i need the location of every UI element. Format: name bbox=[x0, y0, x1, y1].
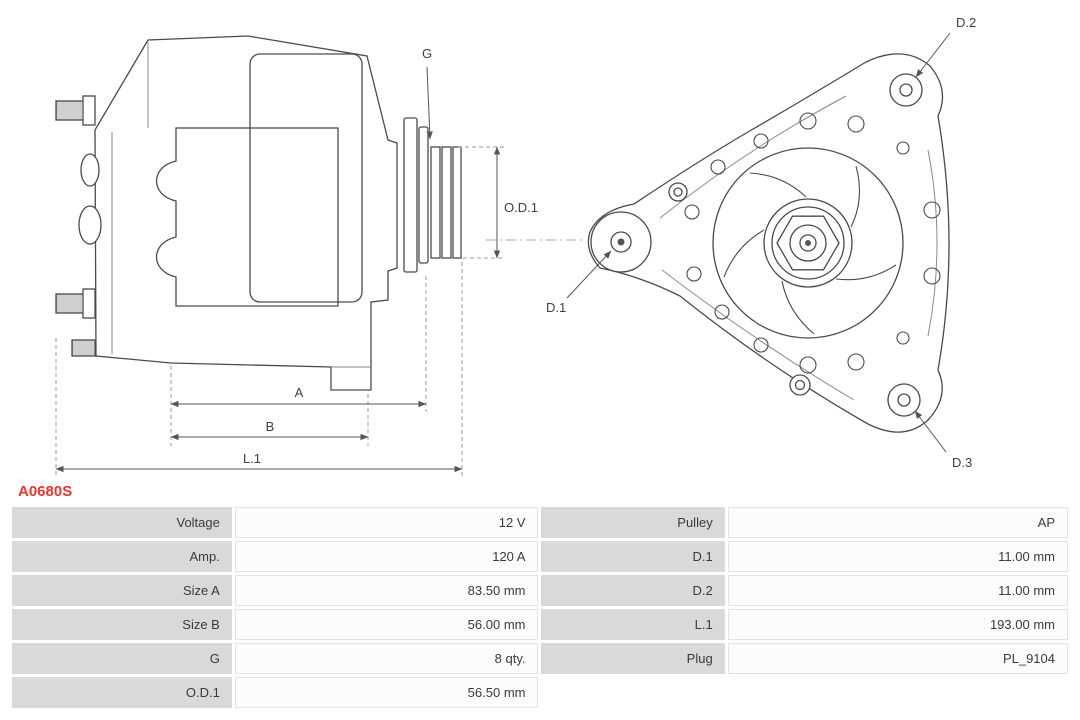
rotor-center bbox=[712, 147, 904, 339]
spec-value: 120 A bbox=[234, 541, 539, 572]
spec-label: Size B bbox=[12, 609, 232, 640]
body-outline bbox=[94, 35, 398, 391]
spec-label: L.1 bbox=[541, 609, 725, 640]
spec-empty-cell bbox=[728, 677, 1068, 708]
spec-label: Plug bbox=[541, 643, 725, 674]
spec-row: G 8 qty. Plug PL_9104 bbox=[12, 643, 1068, 674]
fan-blades bbox=[723, 165, 897, 335]
ridge-bottom-left bbox=[661, 269, 855, 401]
spec-row: Size A 83.50 mm D.2 11.00 mm bbox=[12, 575, 1068, 606]
spec-label: Voltage bbox=[12, 507, 232, 538]
spec-value: 56.00 mm bbox=[234, 609, 539, 640]
spec-label: O.D.1 bbox=[12, 677, 232, 708]
housing-outline bbox=[587, 53, 950, 433]
spec-label: Amp. bbox=[12, 541, 232, 572]
dim-label-b: B bbox=[266, 419, 275, 434]
pulley bbox=[403, 117, 462, 273]
leader-line-d1 bbox=[566, 250, 612, 299]
inner-housing bbox=[249, 53, 363, 303]
dim-label-od1: O.D.1 bbox=[504, 200, 538, 215]
spec-value: 83.50 mm bbox=[234, 575, 539, 606]
spec-value: AP bbox=[727, 507, 1068, 538]
ridge-top-left bbox=[659, 95, 847, 219]
dim-label-g: G bbox=[422, 46, 432, 61]
dim-label-d2: D.2 bbox=[956, 15, 976, 30]
spec-row: Amp. 120 A D.1 11.00 mm bbox=[12, 541, 1068, 572]
mounting-ear-bottom-right bbox=[887, 383, 921, 417]
spec-value: PL_9104 bbox=[727, 643, 1068, 674]
dim-label-a: A bbox=[295, 385, 304, 400]
rear-studs bbox=[55, 95, 96, 357]
dim-label-d3: D.3 bbox=[952, 455, 972, 470]
spec-label: D.1 bbox=[541, 541, 725, 572]
dim-label-d1: D.1 bbox=[546, 300, 566, 315]
spec-value: 12 V bbox=[234, 507, 539, 538]
spec-value: 193.00 mm bbox=[727, 609, 1068, 640]
front-view bbox=[587, 53, 950, 433]
spec-label: G bbox=[12, 643, 232, 674]
through-bolts bbox=[668, 182, 811, 396]
dim-label-l1: L.1 bbox=[243, 451, 261, 466]
spec-label: Pulley bbox=[541, 507, 725, 538]
dimension-labels: G O.D.1 A B L.1 D.2 D.1 D.3 bbox=[243, 15, 976, 470]
terminal-2 bbox=[78, 205, 102, 245]
shaft-nut bbox=[776, 215, 840, 271]
leader-line-d2 bbox=[915, 32, 951, 78]
leader-line-d3 bbox=[914, 410, 947, 453]
spec-label: D.2 bbox=[541, 575, 725, 606]
alternator-diagram: G O.D.1 A B L.1 D.2 D.1 D.3 bbox=[55, 15, 976, 476]
spec-value: 11.00 mm bbox=[727, 575, 1068, 606]
spec-table: Voltage 12 V Pulley AP Amp. 120 A D.1 11… bbox=[9, 504, 1071, 711]
terminal-1 bbox=[80, 153, 100, 187]
front-view-leaders bbox=[566, 32, 951, 453]
leader-line-g bbox=[426, 66, 433, 140]
mounting-ear-top-right bbox=[889, 73, 923, 107]
spec-value: 8 qty. bbox=[234, 643, 539, 674]
ridge-right bbox=[927, 149, 938, 337]
part-number: A0680S bbox=[18, 483, 73, 500]
spec-row: O.D.1 56.50 mm bbox=[12, 677, 1068, 708]
vent-holes bbox=[684, 112, 941, 374]
diagram-svg: G O.D.1 A B L.1 D.2 D.1 D.3 bbox=[55, 15, 976, 476]
spec-value: 11.00 mm bbox=[727, 541, 1068, 572]
side-view bbox=[55, 35, 462, 391]
stator-core bbox=[155, 127, 339, 307]
spec-value: 56.50 mm bbox=[234, 677, 539, 708]
spec-empty-cell bbox=[541, 677, 724, 708]
spec-row: Voltage 12 V Pulley AP bbox=[12, 507, 1068, 538]
spec-row: Size B 56.00 mm L.1 193.00 mm bbox=[12, 609, 1068, 640]
spec-label: Size A bbox=[12, 575, 232, 606]
side-view-dimensions bbox=[55, 66, 584, 476]
